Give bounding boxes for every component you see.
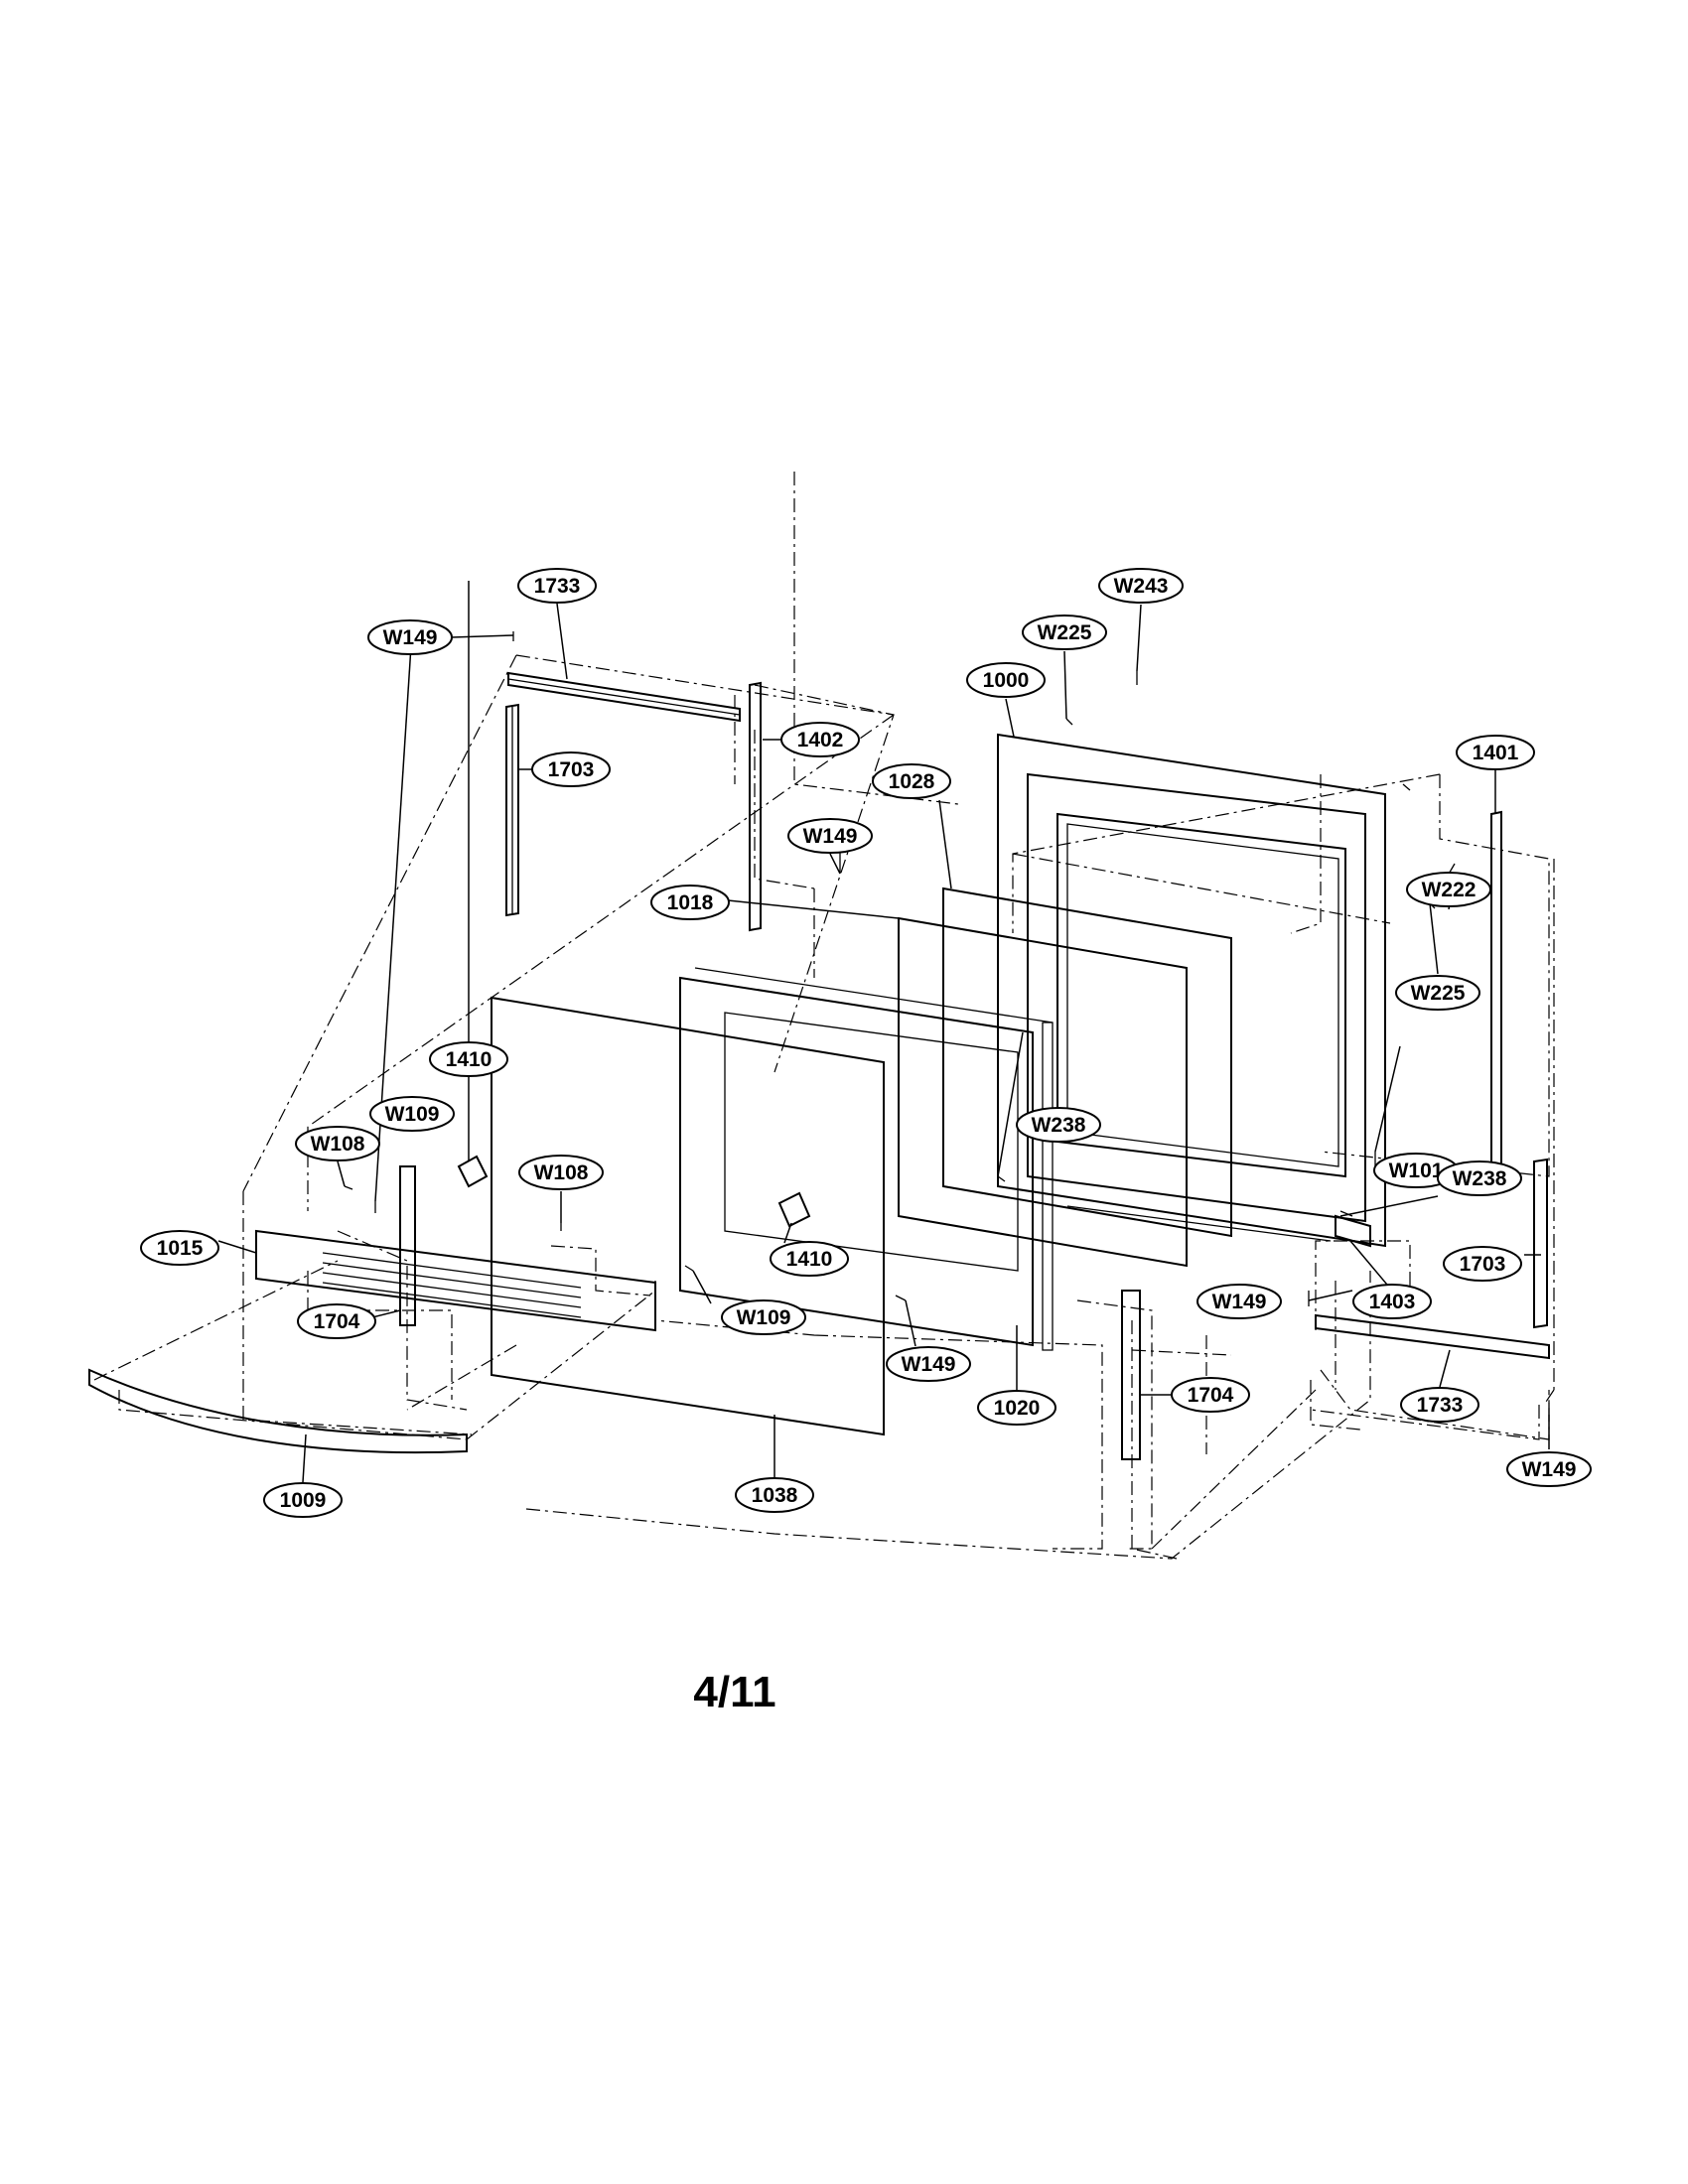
callout-1704-left: 1704 [297,1303,376,1339]
svg-text:1038: 1038 [752,1484,798,1507]
callout-w149-top-left: W149 [367,619,453,655]
callout-1402: 1402 [780,722,860,757]
callout-1009: 1009 [263,1482,343,1518]
svg-text:W225: W225 [1411,982,1466,1005]
construction-lines [93,472,1555,1560]
svg-text:W109: W109 [737,1306,791,1329]
svg-text:1703: 1703 [1460,1253,1506,1276]
svg-text:1704: 1704 [1188,1384,1234,1407]
callout-w108-center: W108 [518,1155,604,1190]
callout-w225-right: W225 [1395,975,1480,1011]
svg-text:1402: 1402 [797,729,844,751]
callout-1000: 1000 [966,662,1046,698]
part-1028-glass-pane [942,887,1232,1238]
part-1733-bottom-bracket [1315,1313,1550,1360]
callout-w108-left: W108 [295,1126,380,1161]
part-1704-right-hinge [1121,1290,1141,1460]
svg-text:1000: 1000 [983,669,1030,692]
svg-text:1733: 1733 [1417,1394,1464,1417]
callout-w222: W222 [1406,872,1491,907]
callout-w149-bottom-right: W149 [1506,1451,1592,1487]
part-1402-left-channel [749,681,762,932]
svg-text:W149: W149 [1522,1458,1577,1481]
svg-text:1704: 1704 [314,1310,360,1333]
svg-text:W238: W238 [1453,1167,1507,1190]
svg-text:1028: 1028 [889,770,935,793]
svg-text:1403: 1403 [1369,1291,1416,1313]
part-1015-vent-trim [255,1229,656,1332]
part-1018-glass-pane [898,916,1188,1268]
callout-1038: 1038 [735,1477,814,1513]
part-1703-right-strip [1533,1158,1548,1329]
svg-text:1733: 1733 [534,575,581,598]
callout-1015: 1015 [140,1230,219,1266]
svg-text:W108: W108 [311,1133,365,1156]
part-1704-left-hinge [399,1165,416,1326]
part-1020-door-liner [679,967,1054,1351]
callout-1018: 1018 [650,885,730,920]
callout-1704-right: 1704 [1171,1377,1250,1413]
callout-1020: 1020 [977,1390,1056,1426]
callout-1733-bottom: 1733 [1400,1387,1479,1423]
svg-text:W149: W149 [902,1353,956,1376]
svg-text:W238: W238 [1032,1114,1086,1137]
callout-w238-center: W238 [1016,1107,1101,1143]
svg-text:1018: 1018 [667,891,714,914]
svg-text:W108: W108 [534,1161,589,1184]
svg-text:1703: 1703 [548,758,595,781]
part-1401-right-channel [1490,810,1502,1175]
svg-text:W225: W225 [1038,621,1092,644]
svg-text:W101: W101 [1389,1160,1444,1182]
svg-text:1401: 1401 [1473,742,1519,764]
screws [344,631,1550,1415]
callout-1733-top: 1733 [517,568,597,604]
callout-1028: 1028 [872,763,951,799]
callout-1703-right: 1703 [1443,1246,1522,1282]
part-1410-spacer-left [457,1155,489,1188]
callout-w149-center: W149 [787,818,873,854]
part-1703-left-strip [505,703,519,917]
svg-text:1410: 1410 [446,1048,492,1071]
callout-1403: 1403 [1352,1284,1432,1319]
svg-text:W149: W149 [383,626,438,649]
callout-w225-top: W225 [1022,614,1107,650]
callout-w238-right: W238 [1437,1160,1522,1196]
callout-w109-left: W109 [369,1096,455,1132]
part-1403-bottom-bracket [1066,1205,1371,1248]
svg-text:1020: 1020 [994,1397,1041,1420]
svg-text:1009: 1009 [280,1489,327,1512]
part-1009-handle [88,1368,468,1454]
svg-text:W243: W243 [1114,575,1169,598]
callout-w149-lower-right: W149 [1196,1284,1282,1319]
svg-text:W109: W109 [385,1103,440,1126]
svg-text:1410: 1410 [786,1248,833,1271]
svg-text:1015: 1015 [157,1237,204,1260]
svg-text:W222: W222 [1422,879,1477,901]
svg-text:W149: W149 [803,825,858,848]
callout-1401: 1401 [1456,735,1535,770]
callout-1410-left: 1410 [429,1041,508,1077]
part-1733-top-bracket [507,671,741,723]
page-number: 4/11 [693,1668,776,1716]
part-1038-outer-glass [491,996,885,1436]
callout-1703-left: 1703 [531,751,611,787]
callout-w149-lower-center: W149 [886,1346,971,1382]
callout-1410-center: 1410 [770,1241,849,1277]
callout-w109-center: W109 [721,1299,806,1335]
part-1000-inner-door-frame [997,733,1386,1248]
part-1410-spacer-right [777,1191,811,1228]
svg-text:W149: W149 [1212,1291,1267,1313]
callout-w243: W243 [1098,568,1184,604]
